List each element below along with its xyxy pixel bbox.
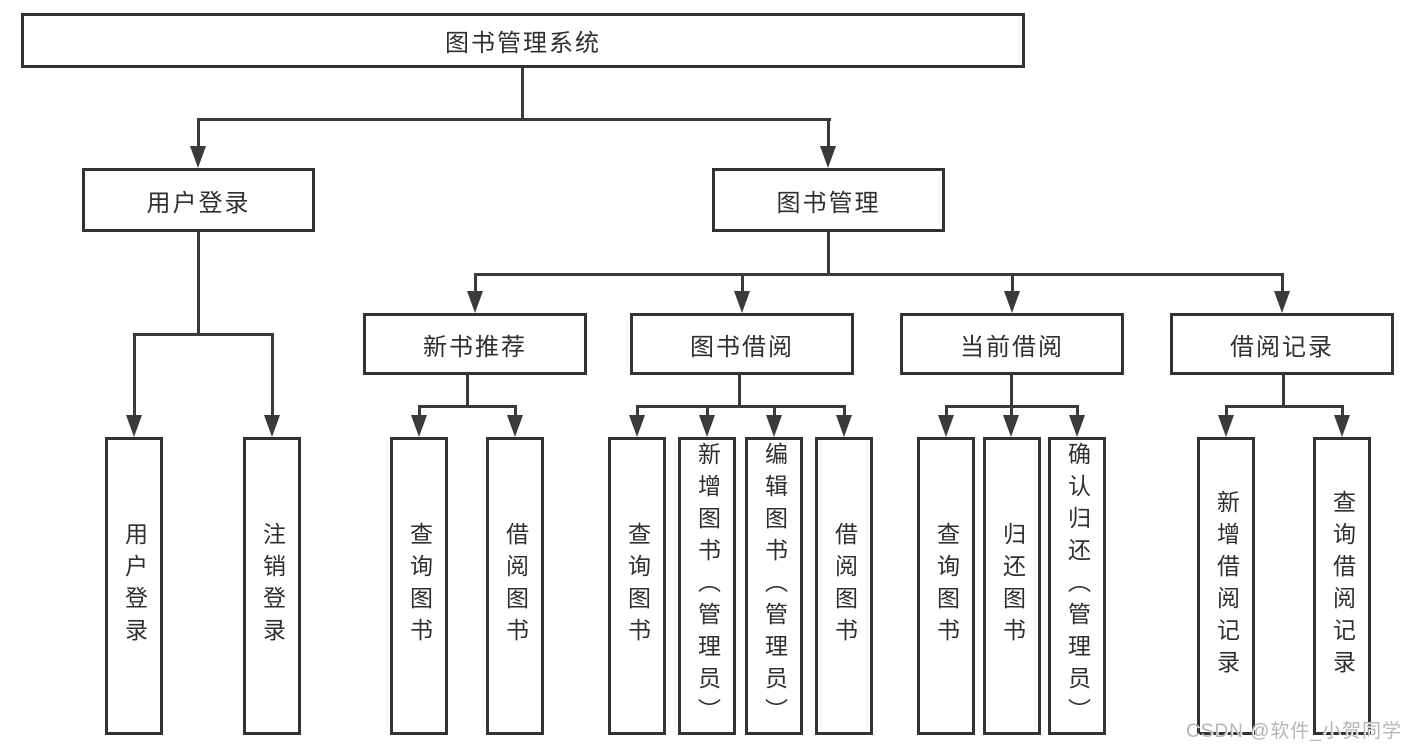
- node-label: 图书管理系统: [445, 30, 601, 57]
- connector-vline: [827, 118, 830, 150]
- connector-vline: [466, 375, 469, 407]
- node-new-book-recommendation: 新书推荐: [363, 313, 587, 375]
- arrowhead-down-icon: [1069, 415, 1085, 437]
- leaf-label: 借阅图书: [831, 522, 858, 650]
- leaf-label: 新增图书（管理员）: [694, 442, 721, 730]
- leaf-label: 查询图书: [406, 522, 433, 650]
- node-user-login: 用户登录: [82, 168, 315, 232]
- leaf-add-borrow-record: 新增借阅记录: [1197, 437, 1255, 735]
- connector-vline: [827, 232, 830, 275]
- connector-hline: [636, 405, 846, 408]
- leaf-confirm-return-admin: 确认归还（管理员）: [1048, 437, 1106, 735]
- connector-vline: [271, 333, 274, 417]
- leaf-label: 借阅图书: [502, 522, 529, 650]
- node-label: 图书管理: [776, 189, 881, 217]
- connector-vline: [1225, 405, 1228, 417]
- leaf-add-books-admin: 新增图书（管理员）: [678, 437, 736, 735]
- leaf-label: 查询借阅记录: [1329, 490, 1356, 682]
- leaf-label: 编辑图书（管理员）: [761, 442, 788, 730]
- connector-vline: [741, 273, 744, 295]
- connector-vline: [1282, 375, 1285, 407]
- arrowhead-down-icon: [467, 291, 483, 313]
- connector-vline: [843, 405, 846, 417]
- node-label: 用户登录: [146, 189, 251, 217]
- connector-vline: [197, 118, 200, 150]
- connector-vline: [197, 232, 200, 335]
- csdn-watermark: CSDN @软件_小贺同学: [1186, 721, 1402, 742]
- node-label: 借阅记录: [1230, 333, 1334, 361]
- node-book-management: 图书管理: [712, 168, 945, 232]
- connector-vline: [133, 333, 136, 417]
- leaf-label: 新增借阅记录: [1213, 490, 1240, 682]
- arrowhead-down-icon: [411, 415, 427, 437]
- leaf-edit-books-admin: 编辑图书（管理员）: [745, 437, 803, 735]
- arrowhead-down-icon: [126, 415, 142, 437]
- leaf-label: 确认归还（管理员）: [1064, 442, 1091, 730]
- arrowhead-down-icon: [190, 146, 206, 168]
- arrowhead-down-icon: [1003, 415, 1019, 437]
- leaf-label: 注销登录: [259, 522, 286, 650]
- arrowhead-down-icon: [507, 415, 523, 437]
- connector-vline: [706, 405, 709, 417]
- node-library-management-system: 图书管理系统: [21, 13, 1025, 68]
- connector-vline: [1011, 273, 1014, 295]
- leaf-label: 查询图书: [933, 522, 960, 650]
- arrowhead-down-icon: [1218, 415, 1234, 437]
- leaf-query-books-3: 查询图书: [917, 437, 975, 735]
- arrowhead-down-icon: [734, 291, 750, 313]
- connector-hline: [474, 273, 1284, 276]
- connector-vline: [1281, 273, 1284, 295]
- arrowhead-down-icon: [699, 415, 715, 437]
- leaf-user-login: 用户登录: [105, 437, 163, 735]
- leaf-query-borrow-record: 查询借阅记录: [1313, 437, 1371, 735]
- connector-vline: [1341, 405, 1344, 417]
- arrowhead-down-icon: [820, 146, 836, 168]
- arrowhead-down-icon: [766, 415, 782, 437]
- connector-vline: [773, 405, 776, 417]
- connector-hline: [1225, 405, 1344, 408]
- connector-vline: [1076, 405, 1079, 417]
- node-label: 新书推荐: [423, 333, 527, 361]
- connector-vline: [521, 68, 524, 121]
- connector-hline: [418, 405, 517, 408]
- connector-vline: [418, 405, 421, 417]
- connector-hline: [197, 118, 831, 121]
- connector-vline: [1010, 405, 1013, 417]
- node-book-borrowing: 图书借阅: [630, 313, 854, 375]
- arrowhead-down-icon: [1274, 291, 1290, 313]
- leaf-logout: 注销登录: [243, 437, 301, 735]
- arrowhead-down-icon: [938, 415, 954, 437]
- node-borrowing-records: 借阅记录: [1170, 313, 1394, 375]
- connector-vline: [514, 405, 517, 417]
- node-label: 当前借阅: [960, 333, 1064, 361]
- leaf-query-books-1: 查询图书: [390, 437, 448, 735]
- connector-vline: [636, 405, 639, 417]
- arrowhead-down-icon: [836, 415, 852, 437]
- node-current-borrowing: 当前借阅: [900, 313, 1124, 375]
- connector-vline: [738, 375, 741, 407]
- arrowhead-down-icon: [1004, 291, 1020, 313]
- connector-vline: [945, 405, 948, 417]
- leaf-borrow-books-1: 借阅图书: [486, 437, 544, 735]
- leaf-label: 用户登录: [121, 522, 148, 650]
- connector-vline: [474, 273, 477, 295]
- arrowhead-down-icon: [629, 415, 645, 437]
- leaf-label: 查询图书: [624, 522, 651, 650]
- connector-hline: [133, 333, 274, 336]
- connector-vline: [1010, 375, 1013, 407]
- leaf-return-books: 归还图书: [983, 437, 1041, 735]
- arrowhead-down-icon: [264, 415, 280, 437]
- node-label: 图书借阅: [690, 333, 794, 361]
- leaf-label: 归还图书: [999, 522, 1026, 650]
- arrowhead-down-icon: [1334, 415, 1350, 437]
- leaf-query-books-2: 查询图书: [608, 437, 666, 735]
- leaf-borrow-books-2: 借阅图书: [815, 437, 873, 735]
